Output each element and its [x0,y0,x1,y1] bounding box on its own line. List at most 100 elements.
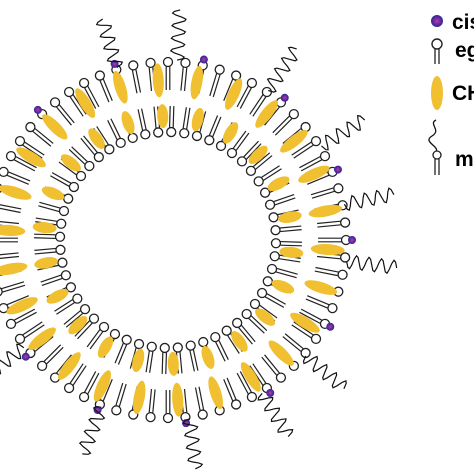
cholesterol-molecule [133,380,146,415]
cholesterol-molecule [121,111,135,135]
cholesterol-molecule [279,246,304,258]
cholesterol-molecule [32,222,57,234]
legend-label-cholesterol: CH [452,82,474,105]
legend-label-pegylated-lipid: ml [455,148,474,171]
outer-lipid [162,56,174,90]
cholesterol-molecule [42,114,68,140]
cholesterol-molecule [298,165,330,183]
outer-lipid [282,333,311,359]
outer-lipid [299,150,331,172]
cholesterol-molecule [113,70,128,104]
legend-label-phospholipid: eg [455,39,474,62]
outer-lipid [318,234,352,246]
cholesterol-molecule [75,88,96,118]
cholesterol-molecule [191,107,204,132]
cholesterol-molecule [255,308,276,326]
inner-lipid [68,146,95,172]
cisplatin-molecule [93,405,102,414]
outer-lipid [0,204,22,214]
phospholipid-icon [431,38,443,64]
cholesterol-molecule [190,65,203,100]
inner-lipid [269,251,301,263]
cholesterol-molecule [157,104,169,129]
outer-lipid [272,108,300,136]
peg-chain [95,18,124,68]
cisplatin-molecule [21,352,30,361]
peg-chain [0,343,25,375]
peg-chain [321,114,366,151]
cholesterol-molecule [208,376,223,410]
inner-lipid [80,135,104,163]
cholesterol-molecule [240,362,261,392]
cisplatin-molecule [280,93,289,102]
outer-lipid [5,308,37,330]
outer-lipid [78,77,100,109]
outer-lipid [291,321,322,345]
cholesterol-molecule [0,262,28,276]
inner-lipid [38,201,70,217]
outer-lipid [78,371,100,403]
cholesterol-molecule [280,129,308,153]
cholesterol-molecule [0,224,26,236]
outer-lipid [310,183,344,199]
outer-lipid [305,295,338,314]
inner-lipid [270,225,302,236]
outer-lipid [209,64,225,98]
cisplatin-molecule [348,236,356,244]
cholesterol-molecule [225,78,243,110]
inner-lipid [40,270,72,287]
outer-lipid [94,70,113,103]
outer-lipid [63,363,87,394]
cholesterol-molecule [278,211,302,223]
cholesterol-molecule [310,244,345,256]
cholesterol-molecule [34,257,58,269]
cholesterol-molecule [167,351,179,376]
cholesterol-molecule [231,331,248,352]
peg-chain [343,187,395,212]
inner-lipid [185,340,199,372]
lipid-bilayer [0,55,356,428]
inner-lipid [264,193,296,210]
outer-lipid [128,60,142,94]
outer-lipid [162,390,174,424]
cholesterol-molecule [222,122,239,144]
outer-lipid [0,252,19,259]
inner-lipid [166,105,177,138]
cholesterol-molecule [0,185,32,200]
outer-lipid [194,386,208,420]
cholesterol-molecule [46,288,69,304]
cholesterol-molecule [6,297,38,315]
cholesterol-molecule [93,370,111,402]
outer-lipid [236,77,258,109]
outer-lipid [236,371,258,403]
inner-lipid [256,287,286,308]
cholesterol-molecule [88,128,105,149]
inner-lipid [159,342,170,375]
peg-chain [266,46,298,93]
legend-item-cisplatin: cis [431,11,474,34]
cisplatin-icon [431,15,443,27]
cholesterol-molecule [60,154,81,172]
cisplatin-molecule [326,322,335,331]
inner-lipid [241,308,268,334]
cholesterol-molecule [201,345,215,369]
outer-lipid [291,135,322,159]
outer-lipid [14,321,45,345]
inner-lipid [34,244,66,255]
outer-lipid [314,266,348,280]
cholesterol-molecule [290,312,320,333]
outer-lipid [180,57,191,91]
inner-lipid [114,334,132,365]
cholesterol-molecule [97,336,114,358]
cholesterol-molecule [58,352,81,380]
cholesterol-icon [431,76,443,110]
inner-lipid [63,304,91,328]
legend-item-phospholipid: eg [431,38,474,64]
legend-item-pegylated-lipid: ml [428,119,474,175]
outer-lipid [145,389,156,423]
cholesterol-molecule [28,327,56,351]
inner-lipid [54,293,83,315]
outer-lipid [0,281,26,297]
legend-label-cisplatin: cis [452,11,474,34]
cisplatin-molecule [199,55,208,64]
